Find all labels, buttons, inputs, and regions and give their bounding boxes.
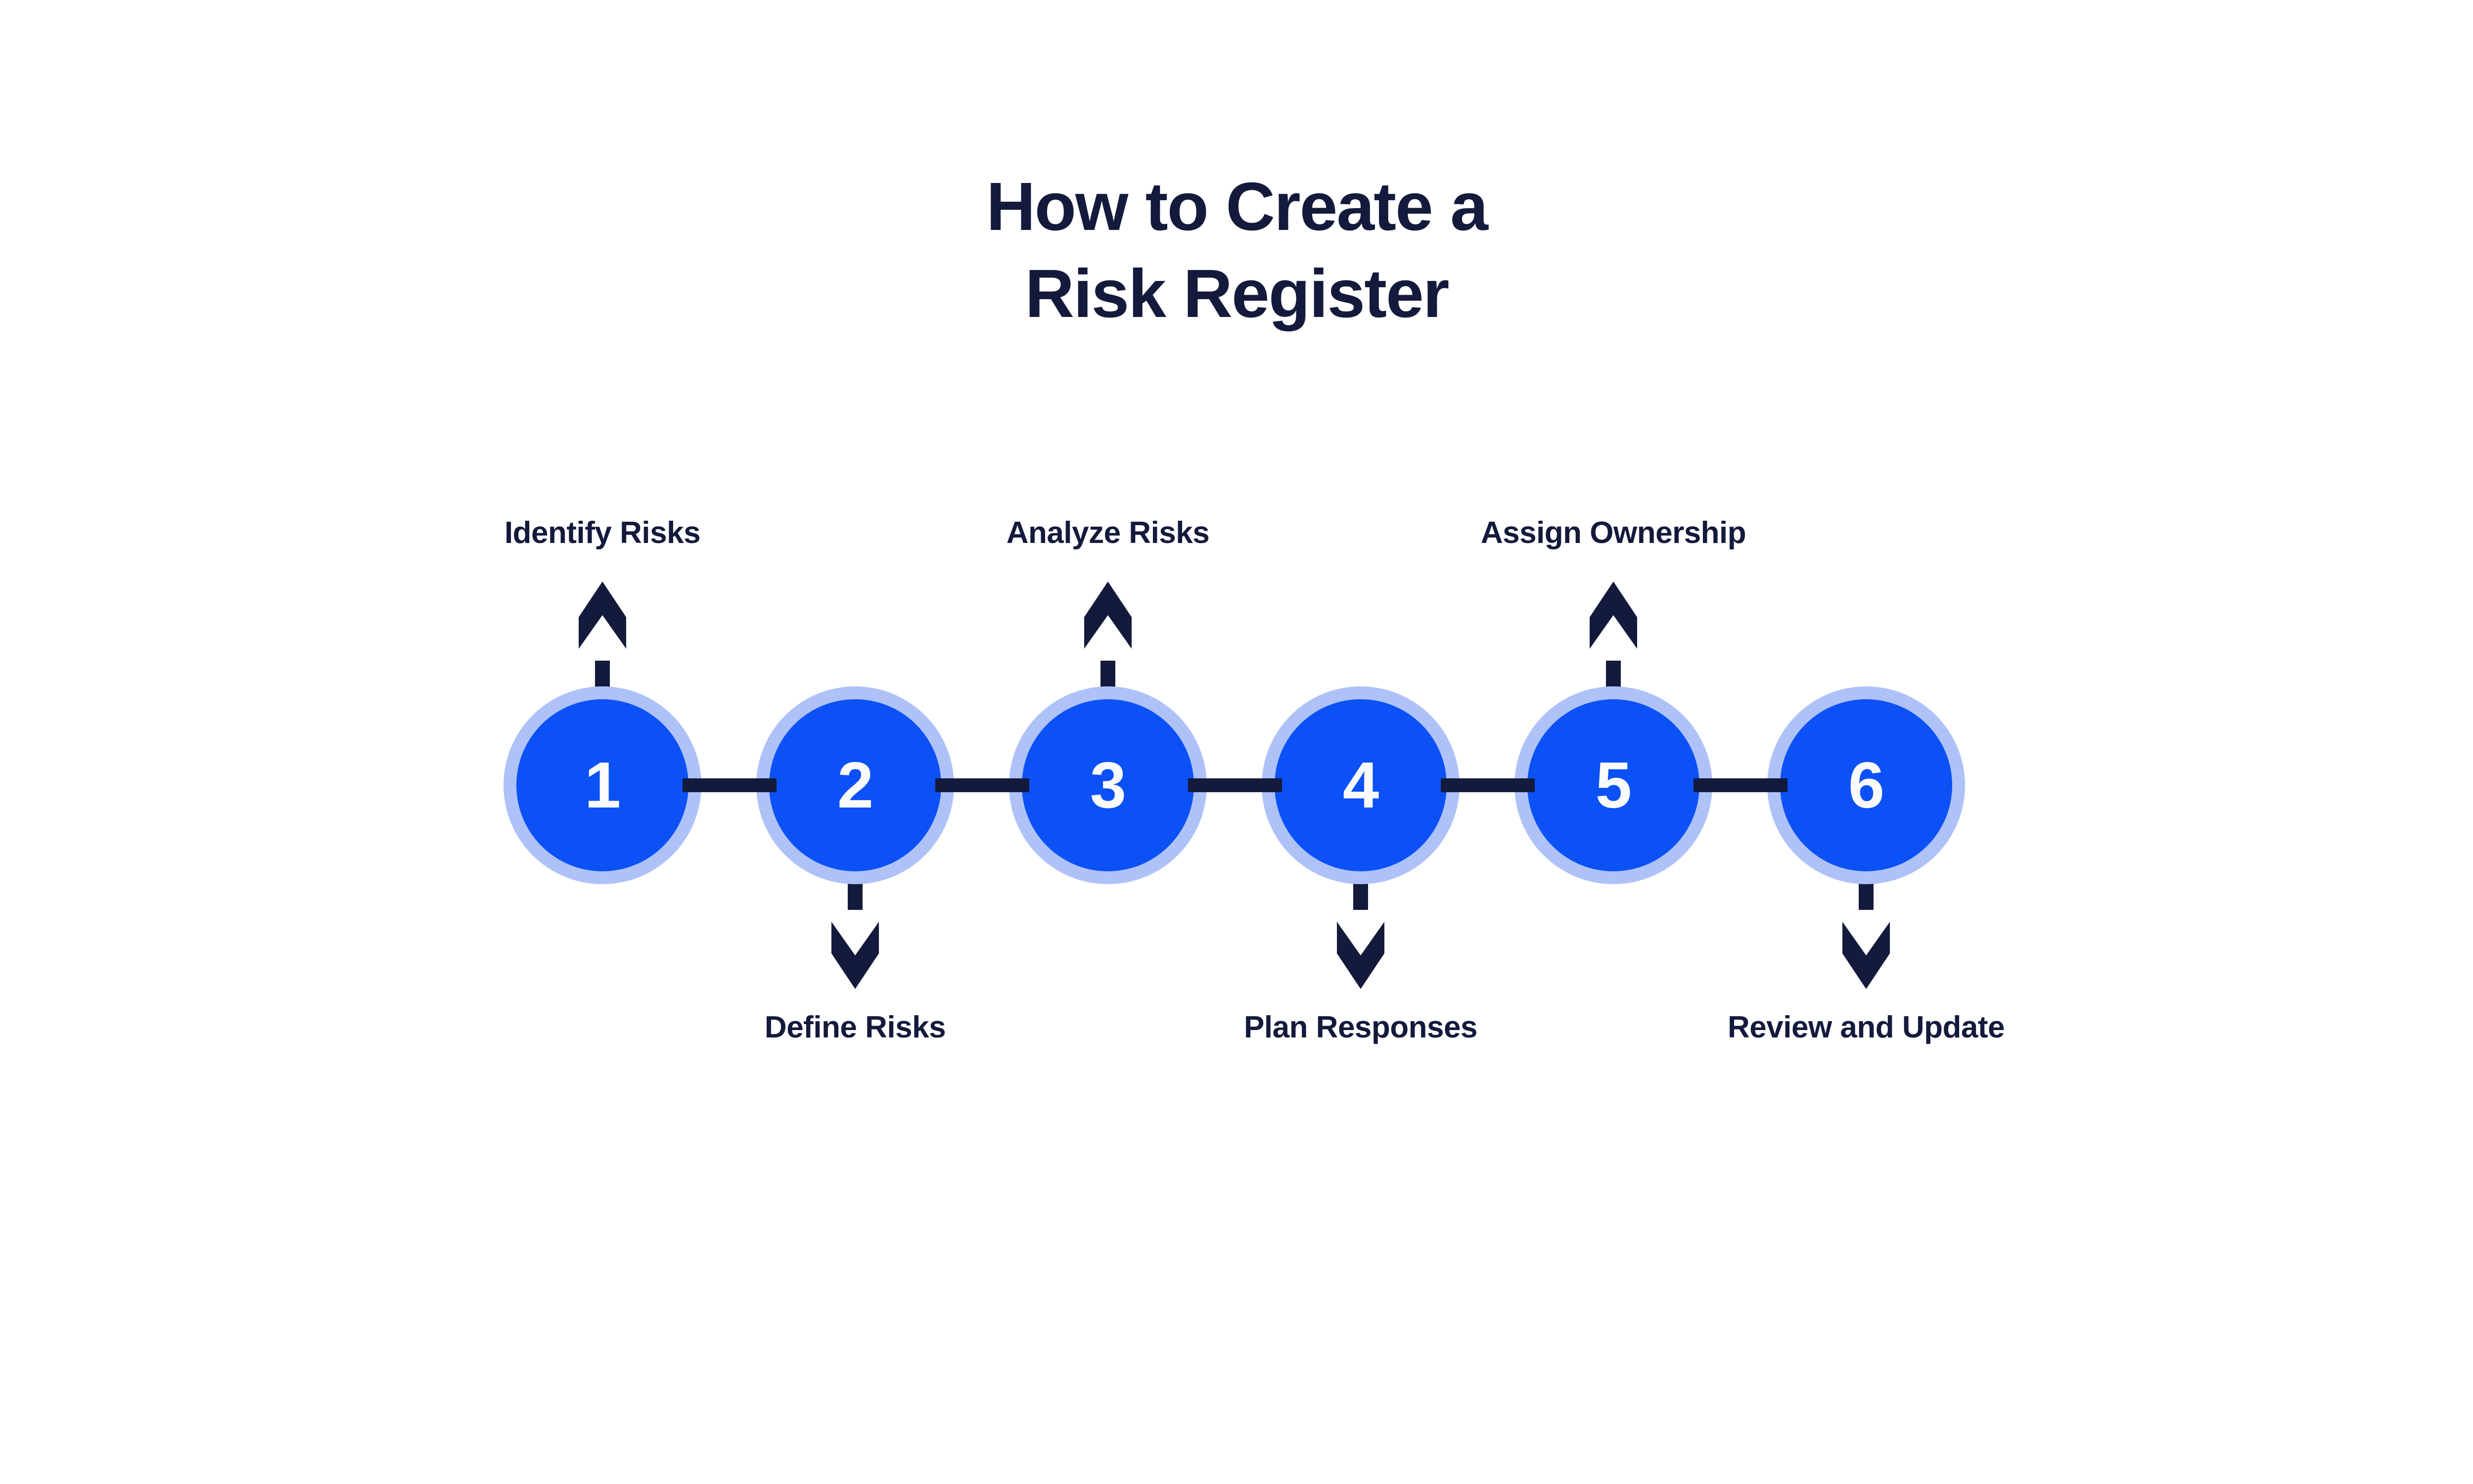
step-circle-4[interactable] — [1275, 699, 1447, 871]
step-label-review-and-update: Review and Update — [1728, 1010, 2005, 1044]
step-number-4: 4 — [1342, 749, 1379, 821]
step-number-5: 5 — [1595, 749, 1632, 821]
step-circle-1[interactable] — [516, 699, 688, 871]
connector-overlay-group — [683, 778, 1787, 792]
step-number-3: 3 — [1090, 749, 1126, 821]
connector-overlay-1-2 — [683, 778, 777, 792]
step-circle-5[interactable] — [1527, 699, 1699, 871]
step-circle-2[interactable] — [769, 699, 941, 871]
step-circle-3[interactable] — [1022, 699, 1194, 871]
step-circle-6[interactable] — [1780, 699, 1952, 871]
connector-overlay-3-4 — [1188, 778, 1282, 792]
connector-overlay-5-6 — [1694, 778, 1787, 792]
step-label-identify-risks: Identify Risks — [504, 516, 701, 550]
step-label-define-risks: Define Risks — [764, 1010, 946, 1044]
step-core-group — [516, 699, 1952, 871]
step-label-analyze-risks: Analyze Risks — [1006, 516, 1210, 550]
step-label-plan-responses: Plan Responses — [1244, 1010, 1477, 1044]
connector-overlay-2-3 — [935, 778, 1029, 792]
step-number-6: 6 — [1848, 749, 1884, 821]
page-title-line-1: How to Create a — [986, 169, 1488, 245]
page-title-line-2: Risk Register — [1025, 256, 1449, 332]
step-label-assign-ownership: Assign Ownership — [1480, 516, 1746, 550]
page-title: How to Create a Risk Register — [0, 163, 2473, 337]
step-number-1: 1 — [584, 749, 621, 821]
step-number-2: 2 — [837, 749, 873, 821]
connector-overlay-4-5 — [1441, 778, 1535, 792]
